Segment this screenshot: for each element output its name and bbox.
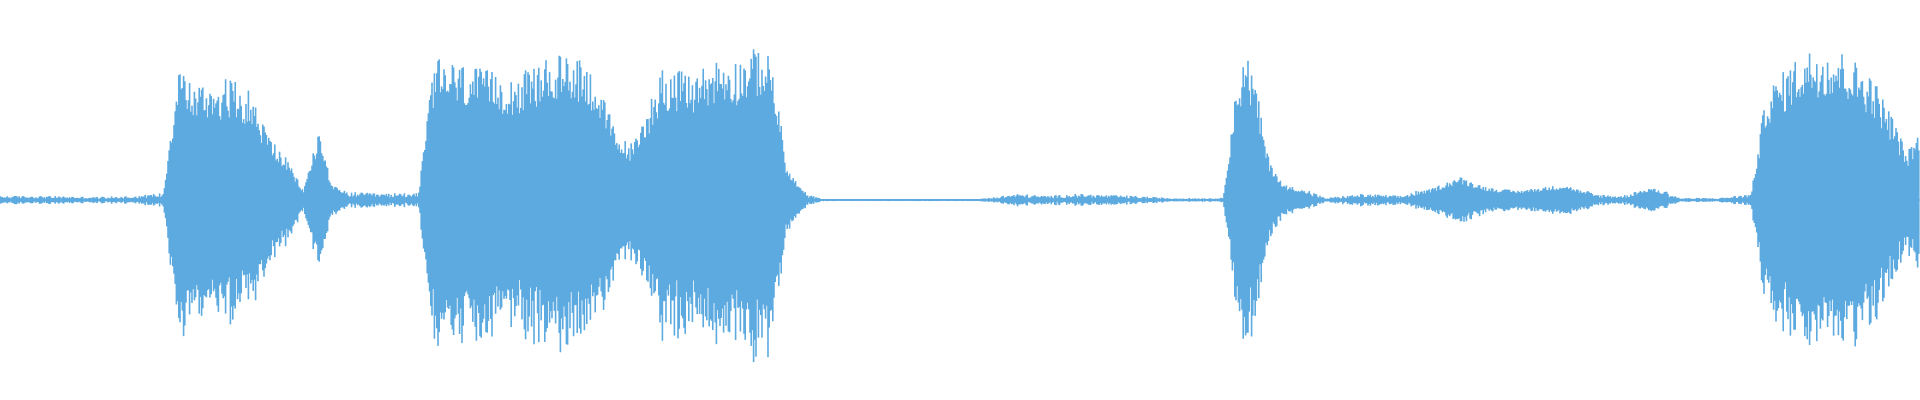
waveform-bars [0, 49, 1920, 363]
